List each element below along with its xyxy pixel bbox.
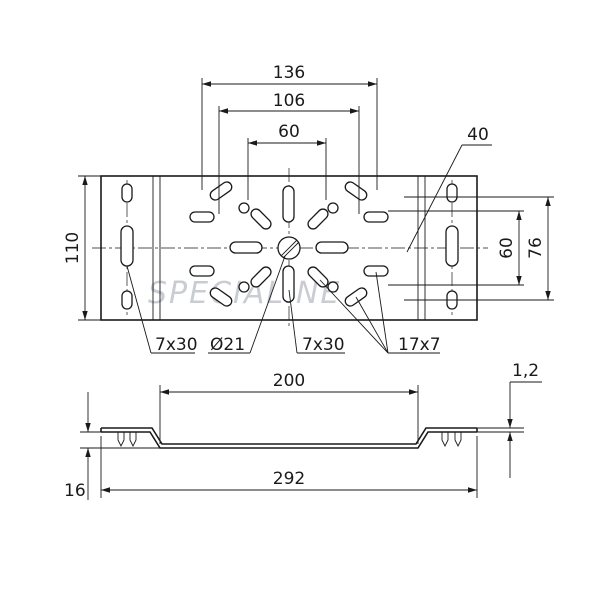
- dim-label-60-top: 60: [278, 122, 300, 142]
- vertical-center-slots: [282, 185, 295, 303]
- dim-label-17x7: 17x7: [398, 335, 441, 355]
- leader-7x30-center: [288, 289, 298, 354]
- horizontal-slots: [189, 211, 389, 277]
- side-profile-inner: [101, 427, 477, 445]
- side-tabs: [117, 432, 462, 448]
- dim-label-136: 136: [273, 63, 305, 83]
- small-holes: [238, 202, 339, 293]
- left-end-slots: [120, 183, 134, 310]
- dim-label-40: 40: [467, 125, 489, 145]
- radial-slots: [250, 208, 329, 288]
- dim-label-110: 110: [63, 232, 83, 264]
- side-dimensions: 200 292 16 1,2: [64, 361, 542, 501]
- watermark-text: SPECIALINE: [148, 276, 341, 311]
- dim-label-76: 76: [526, 237, 546, 259]
- dim-label-16: 16: [64, 481, 86, 501]
- dim-label-thickness: 1,2: [512, 361, 539, 381]
- dim-label-60-right: 60: [497, 237, 517, 259]
- diagonal-outer-slots: [209, 181, 368, 307]
- dim-label-7x30-left: 7x30: [155, 335, 198, 355]
- side-view: [100, 427, 478, 449]
- dim-label-d21: Ø21: [210, 335, 245, 355]
- side-profile-outer: [101, 431, 477, 449]
- dim-label-200: 200: [273, 371, 305, 391]
- dim-label-7x30-center: 7x30: [302, 335, 345, 355]
- top-view: [92, 168, 488, 328]
- top-dimensions: 136 106 60 40 110 60 76 7x30 Ø21 7x30: [63, 63, 554, 355]
- leader-7x30-left: [126, 265, 152, 354]
- dim-label-292: 292: [273, 469, 305, 489]
- dim-label-106: 106: [273, 91, 305, 111]
